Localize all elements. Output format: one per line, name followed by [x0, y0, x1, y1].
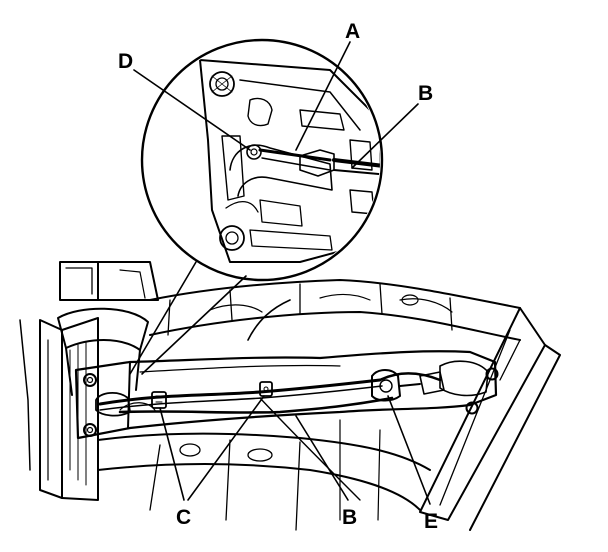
- callout-b-bottom: B: [342, 506, 357, 529]
- leader-d: [133, 69, 251, 151]
- subframe-structure: [19, 261, 561, 531]
- cable-end-right: [371, 369, 445, 402]
- cable-clamp-left: [95, 391, 167, 417]
- leader-e: [387, 395, 431, 505]
- callout-leaders: [133, 41, 431, 505]
- callout-e: E: [424, 510, 438, 533]
- detail-magnifier: [129, 38, 384, 375]
- leader-c-left: [159, 407, 185, 501]
- cable-clamp-middle: [259, 381, 273, 397]
- leader-a: [295, 41, 351, 151]
- callout-c: C: [176, 506, 191, 529]
- callout-b-top: B: [418, 82, 433, 105]
- callout-a: A: [345, 20, 360, 43]
- leader-b-top: [351, 103, 419, 169]
- callout-d: D: [118, 50, 133, 73]
- leader-c-right: [187, 395, 265, 501]
- leader-b-bottom: [295, 415, 349, 501]
- callout-labels: A B D C B E: [118, 20, 438, 533]
